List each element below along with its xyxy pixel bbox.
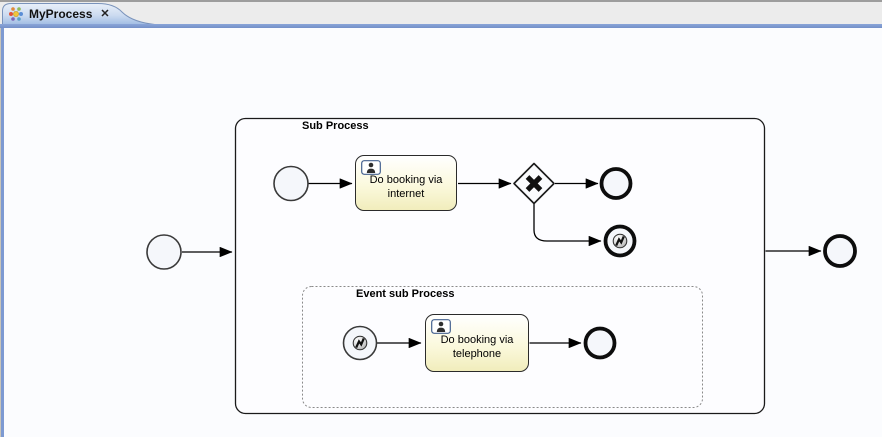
task-label: Do booking via telephone — [440, 333, 514, 360]
sequence-flows — [182, 178, 822, 349]
start-event-inner[interactable] — [273, 165, 309, 202]
tab-close-button[interactable]: ✕ — [100, 7, 110, 20]
editor-left-border — [0, 28, 4, 437]
user-task-internet[interactable]: Do booking via internet — [355, 155, 457, 211]
error-icon — [352, 335, 368, 351]
end-event-outer[interactable] — [823, 234, 857, 268]
bpmn-diagram — [146, 117, 857, 415]
user-task-icon — [361, 160, 381, 175]
start-event-outer[interactable] — [146, 234, 182, 270]
exclusive-gateway[interactable] — [513, 162, 555, 205]
task-label: Do booking via internet — [369, 173, 443, 200]
process-diagram-icon — [9, 7, 23, 21]
tab-shape — [2, 3, 161, 25]
error-start-event[interactable] — [342, 325, 378, 361]
event-subprocess-label: Event sub Process — [356, 288, 455, 300]
subprocess-label: Sub Process — [302, 120, 369, 132]
flow-gateway-to-error-end[interactable] — [533, 204, 602, 247]
error-icon — [612, 233, 628, 249]
editor-tab-myprocess[interactable]: MyProcess ✕ — [2, 2, 192, 25]
error-end-event[interactable] — [603, 224, 637, 258]
end-event-esp[interactable] — [583, 326, 617, 360]
diagram-canvas[interactable]: Sub Process Event sub Process Do booking… — [4, 28, 882, 437]
editor-tab-bar: MyProcess ✕ — [0, 0, 882, 25]
user-task-telephone[interactable]: Do booking via telephone — [425, 314, 529, 372]
gateway-x-marker-icon — [525, 175, 543, 192]
tab-title: MyProcess — [29, 6, 93, 21]
editor-accent-bar — [0, 24, 882, 28]
end-event-inner[interactable] — [599, 167, 633, 200]
user-task-icon — [431, 319, 451, 334]
